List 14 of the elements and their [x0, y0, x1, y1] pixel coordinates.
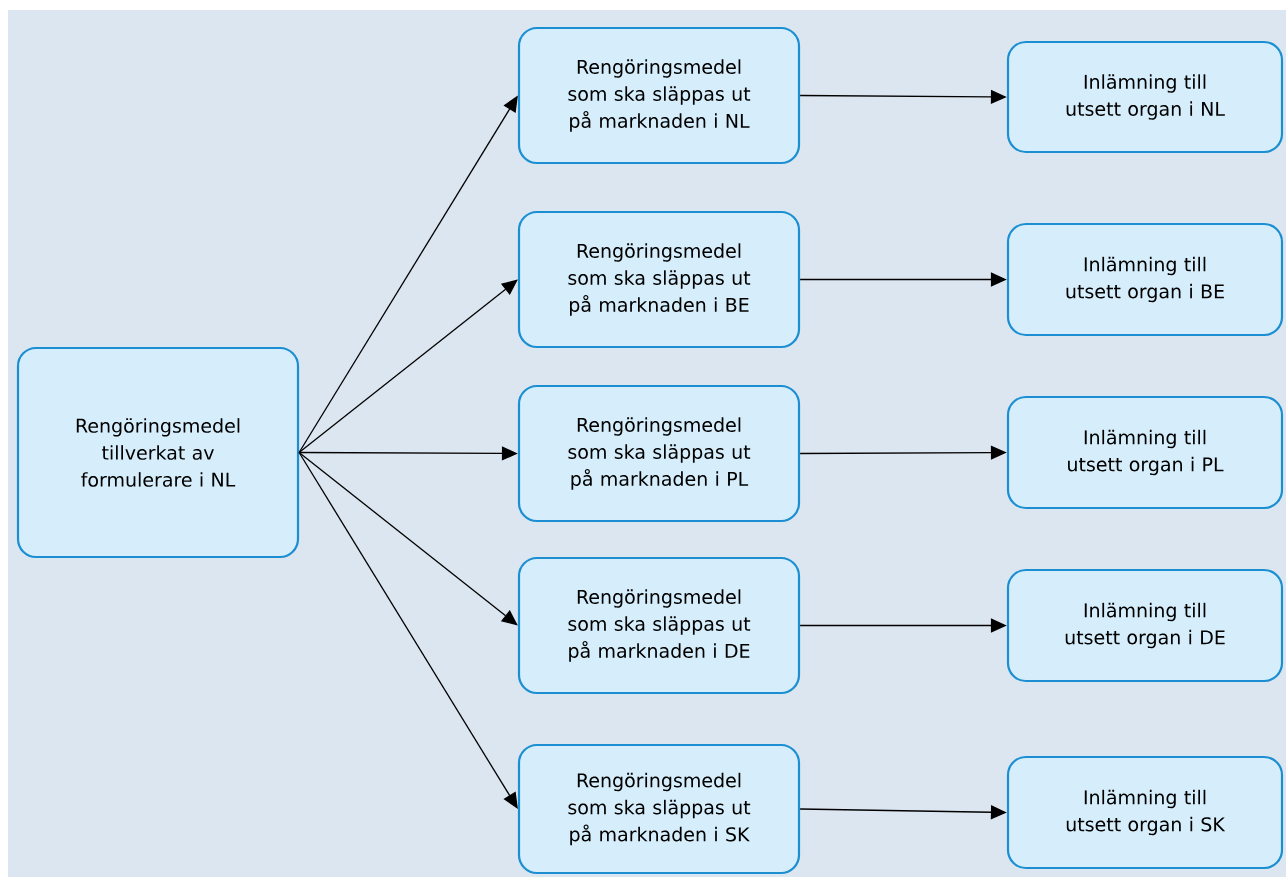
- process-box: Rengöringsmedel som ska släppas ut på marknaden i SK: [517, 743, 801, 875]
- process-box: Inlämning till utsett organ i SK: [1006, 755, 1284, 870]
- process-box: Rengöringsmedel som ska släppas ut på marknaden i BE: [517, 210, 801, 349]
- process-box: Inlämning till utsett organ i PL: [1006, 395, 1284, 510]
- process-box: Rengöringsmedel som ska släppas ut på marknaden i PL: [517, 384, 801, 523]
- process-box: Inlämning till utsett organ i BE: [1006, 222, 1284, 337]
- process-box: Rengöringsmedel som ska släppas ut på marknaden i DE: [517, 556, 801, 695]
- process-box: Inlämning till utsett organ i NL: [1006, 40, 1284, 154]
- process-box: Inlämning till utsett organ i DE: [1006, 568, 1284, 683]
- process-box: Rengöringsmedel tillverkat av formulerare i NL: [16, 346, 300, 559]
- arrow: [298, 451, 518, 626]
- arrow: [298, 451, 518, 809]
- process-box: Rengöringsmedel som ska släppas ut på marknaden i NL: [517, 26, 801, 165]
- arrow: [298, 279, 518, 454]
